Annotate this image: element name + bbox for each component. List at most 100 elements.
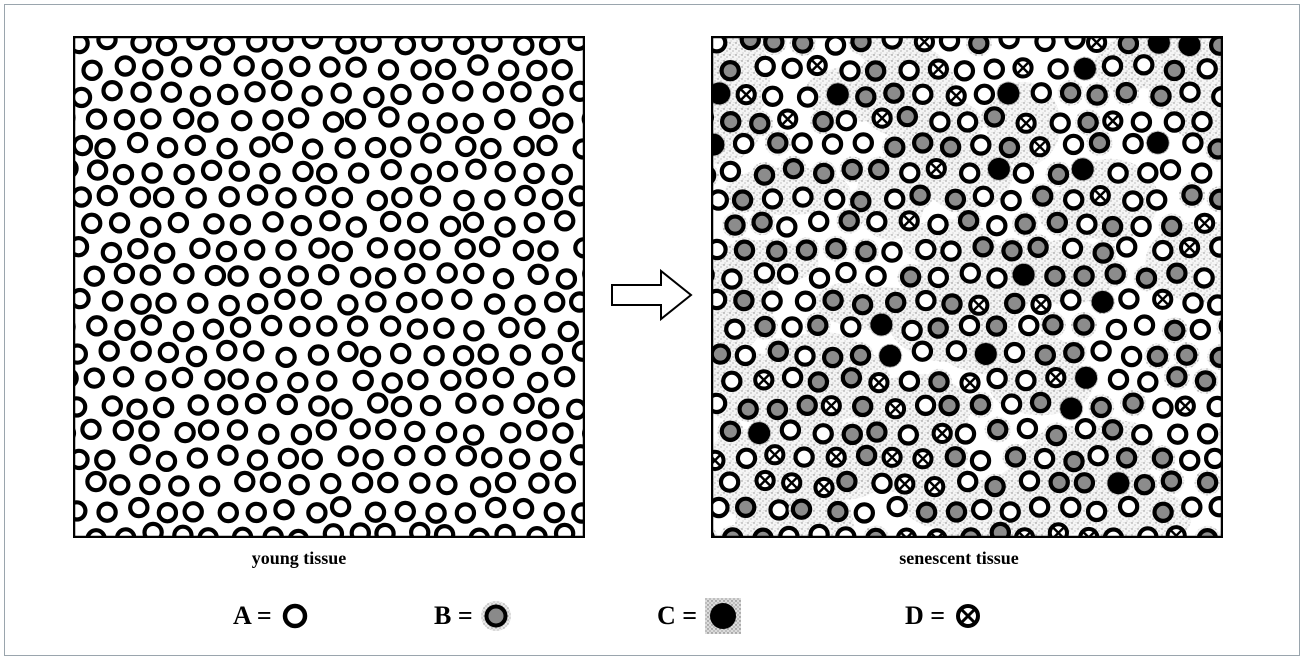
cell-b [850, 190, 872, 213]
cell-a [467, 54, 489, 76]
cell-a [527, 263, 549, 285]
cell-a [246, 449, 269, 471]
cell-a [272, 36, 294, 53]
cell-b [1209, 188, 1223, 210]
cell-a [229, 316, 252, 338]
cell-a [130, 36, 152, 54]
cell-a [276, 393, 298, 416]
cell-a [510, 81, 532, 103]
cell-c [1012, 263, 1035, 286]
cell-c [879, 344, 902, 367]
cell-b [939, 136, 962, 158]
cell-a [301, 36, 324, 50]
cell-b [1207, 138, 1223, 160]
cell-a [1034, 36, 1056, 53]
cell-b [719, 60, 741, 82]
cell-a [1018, 470, 1041, 492]
cell-a [366, 189, 388, 212]
cell-a [287, 107, 310, 129]
cell-a [735, 447, 758, 469]
cell-a [1117, 495, 1140, 518]
cell-a [410, 163, 432, 185]
cell-a [480, 137, 502, 160]
cell-a [796, 86, 819, 108]
cell-b [1101, 419, 1124, 441]
cell-a [139, 264, 162, 286]
cell-a [308, 395, 330, 417]
cell-a [484, 496, 507, 519]
cell-b [945, 501, 968, 523]
cell-a [1033, 447, 1056, 470]
cell-c [1071, 158, 1094, 181]
cell-a [407, 369, 429, 391]
cell-a [1193, 267, 1215, 289]
cell-a [114, 319, 136, 341]
cell-a [198, 475, 221, 497]
cell-a [141, 162, 163, 184]
cell-a [289, 315, 311, 338]
cell-a [719, 160, 742, 183]
cell-a [230, 109, 253, 132]
cell-a [865, 265, 887, 287]
cell-a [537, 397, 560, 419]
cell-a [1146, 189, 1168, 211]
cell-a [959, 262, 981, 284]
cell-a [422, 82, 444, 105]
cell-b [909, 184, 931, 206]
cell-a [555, 268, 578, 290]
cell-a [540, 449, 562, 472]
cell-b [1004, 292, 1026, 315]
cell-a [781, 316, 803, 338]
cell-b [795, 239, 818, 261]
cell-a [345, 56, 367, 78]
cell-a [185, 187, 207, 209]
cell-a [379, 315, 402, 337]
cell-b [1152, 501, 1174, 523]
cell-a [189, 237, 211, 259]
cell-a [1130, 215, 1152, 238]
cell-a [301, 85, 323, 107]
cell-a [779, 419, 802, 441]
cell-b [827, 500, 849, 523]
cell-a [160, 81, 183, 103]
cell-a [73, 236, 90, 258]
cell-a [734, 344, 757, 367]
cell-a [881, 241, 903, 263]
cell-a [571, 502, 585, 524]
cell-a [374, 267, 397, 289]
cell-b [850, 36, 872, 53]
cell-a [390, 342, 412, 365]
cell-b [896, 105, 918, 128]
cell-b [987, 418, 1009, 441]
cell-a [1018, 314, 1040, 337]
cell-a [1087, 445, 1109, 467]
cell-a [509, 344, 532, 366]
cell-a [482, 81, 505, 103]
cell-a [233, 55, 255, 77]
cell-a [569, 444, 585, 466]
cell-a [513, 36, 535, 56]
cell-a [808, 523, 830, 538]
cell-a [1133, 54, 1155, 76]
cell-a [73, 186, 92, 208]
cell-b [767, 132, 789, 154]
cell-a [724, 318, 746, 340]
cell-a [287, 265, 309, 287]
cell-b [1166, 262, 1188, 284]
cell-a [1182, 132, 1204, 154]
cell-a [440, 369, 462, 391]
cell-a [754, 55, 776, 78]
cell-a [1204, 447, 1223, 470]
cell-b [1046, 211, 1068, 234]
cell-a [794, 290, 817, 312]
cell-b [754, 315, 776, 338]
cell-b [1073, 472, 1096, 494]
cell-a [130, 81, 152, 103]
cell-a [113, 262, 136, 285]
cell-b [1004, 446, 1027, 468]
legend-label-a: A = [233, 601, 272, 630]
cell-a [494, 523, 516, 538]
cell-a [792, 186, 814, 208]
cell-b [1194, 370, 1217, 392]
cell-a [140, 216, 162, 238]
